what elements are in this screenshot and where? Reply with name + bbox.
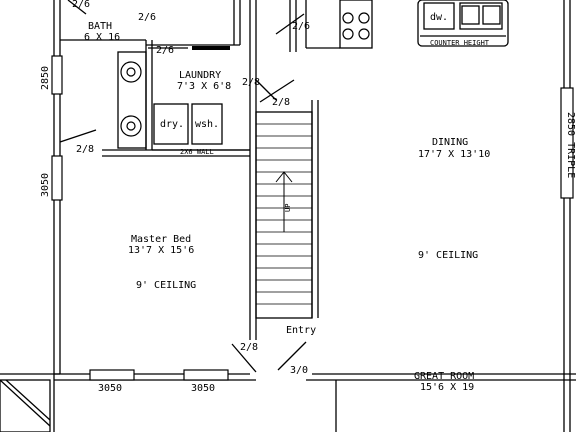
burner-4 xyxy=(358,28,370,40)
door-label-7: 2/8 xyxy=(76,144,94,155)
burner-3 xyxy=(342,28,354,40)
stair-up-arrow xyxy=(275,171,293,232)
entry-label: Entry xyxy=(286,325,316,336)
window-label-bottom-2: 3050 xyxy=(191,383,215,394)
dishwasher-label: dw. xyxy=(430,12,448,23)
washer-label: wsh. xyxy=(195,119,219,130)
window-label-right: 2850 TRIPLE xyxy=(565,112,576,178)
door-swing-bath-left xyxy=(59,129,97,143)
master-bed-size: 13'7 X 15'6 xyxy=(128,245,194,256)
door-label-4: 2/6 xyxy=(292,21,310,32)
door-swing-stair-2 xyxy=(259,79,295,103)
door-label-3: 2/6 xyxy=(156,45,174,56)
sink-basin-2 xyxy=(120,115,142,137)
wall-type-label: 2X6 WALL xyxy=(180,148,214,156)
dryer-label: dry. xyxy=(160,119,184,130)
window-left-lower xyxy=(51,155,63,201)
laundry-label: LAUNDRY xyxy=(179,70,221,81)
door-label-8: 2/8 xyxy=(240,342,258,353)
sink xyxy=(459,2,503,30)
door-label-5: 2/8 xyxy=(242,77,260,88)
door-label-6: 2/8 xyxy=(272,97,290,108)
door-label-9: 3/0 xyxy=(290,365,308,376)
door-swing-stair xyxy=(255,79,277,101)
door-label-2: 2/6 xyxy=(138,12,156,23)
porch-hatch-2 xyxy=(5,379,51,421)
window-label-left-upper: 2850 xyxy=(40,66,51,90)
window-label-left-lower: 3050 xyxy=(40,173,51,197)
sink-basin-1 xyxy=(120,61,142,83)
great-room-label: GREAT ROOM xyxy=(414,371,474,382)
door-label-1: 2/6 xyxy=(72,0,90,10)
dining-size: 17'7 X 13'10 xyxy=(418,149,490,160)
range xyxy=(339,0,373,49)
counter-height-label: COUNTER HEIGHT xyxy=(430,39,490,47)
vanity xyxy=(117,51,147,149)
window-bottom-2 xyxy=(183,369,229,381)
door-swing-bottom xyxy=(231,343,257,373)
dining-label: DINING xyxy=(432,137,468,148)
master-bed-ceiling: 9' CEILING xyxy=(136,280,196,291)
washer xyxy=(191,103,223,145)
counter xyxy=(417,0,509,47)
door-swing-top xyxy=(67,0,87,15)
door-swing-closet xyxy=(275,13,305,35)
stair-up-label: UP xyxy=(284,204,292,212)
window-label-bottom-1: 3050 xyxy=(98,383,122,394)
burner-1 xyxy=(342,12,354,24)
laundry-size: 7'3 X 6'8 xyxy=(177,81,231,92)
porch-outline xyxy=(0,379,51,432)
window-bottom-1 xyxy=(89,369,135,381)
bath-size: 6 X 16 xyxy=(84,32,120,43)
dining-ceiling: 9' CEILING xyxy=(418,250,478,261)
dishwasher xyxy=(423,2,455,30)
burner-2 xyxy=(358,12,370,24)
master-bed-label: Master Bed xyxy=(131,234,191,245)
porch-hatch xyxy=(0,379,51,427)
bath-label: BATH xyxy=(88,21,112,32)
window-left-upper xyxy=(51,55,63,95)
dryer xyxy=(153,103,189,145)
sink-bowl-2 xyxy=(482,5,501,25)
sink-bowl-1 xyxy=(461,5,480,25)
sink-basin-1-drain xyxy=(126,67,136,77)
window-right xyxy=(560,87,574,199)
great-room-size: 15'6 X 19 xyxy=(420,382,474,393)
sink-basin-2-drain xyxy=(126,121,136,131)
door-swing-entry xyxy=(277,341,307,371)
